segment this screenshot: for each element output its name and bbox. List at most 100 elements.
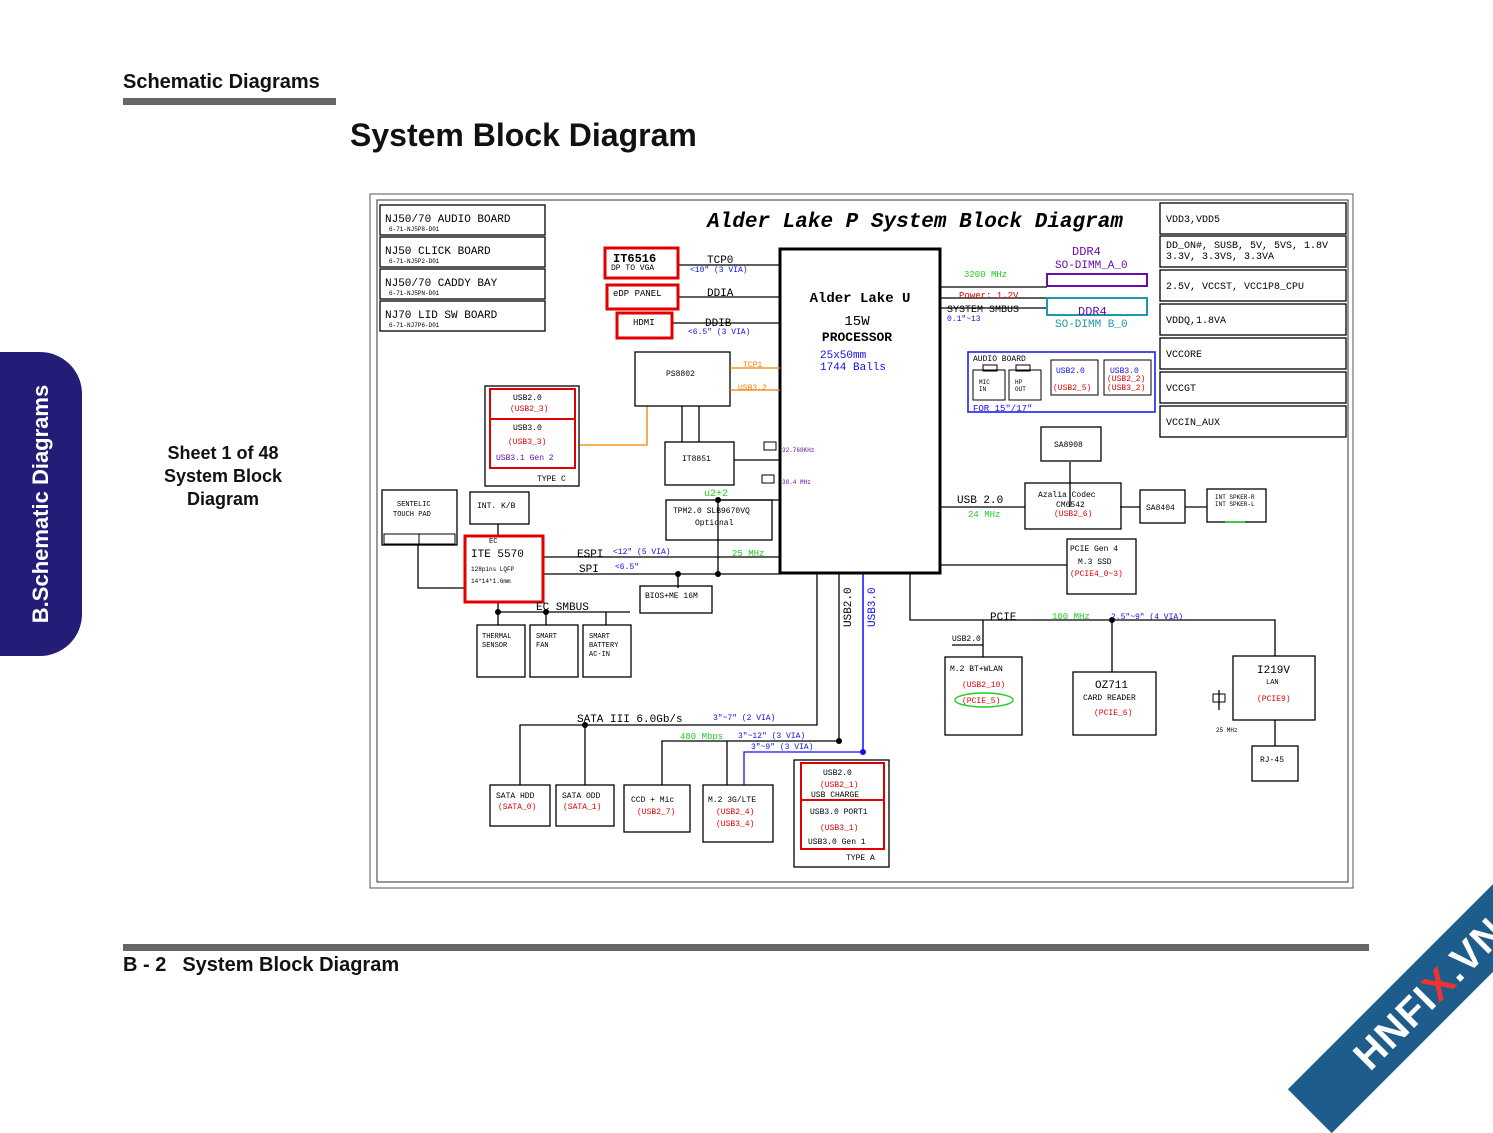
lan-port: (PCIE9) <box>1257 695 1291 704</box>
typea-outer-box <box>793 759 890 868</box>
board-caddy: NJ50/70 CADDY BAY <box>385 278 498 290</box>
tcp1-label: TCP1 <box>743 361 762 370</box>
spi-length: <6.5" <box>615 563 639 572</box>
side-tab[interactable]: B.Schematic Diagrams <box>0 352 82 656</box>
tpm-label: TPM2.0 SLB9670VQ <box>673 507 750 516</box>
pcie-length: 2.5"~9" (4 VIA) <box>1111 613 1183 622</box>
tpm-optional: Optional <box>695 519 734 528</box>
board-audio-pn: 6-71-NJ5P8-D01 <box>389 226 440 233</box>
usb3-vertical: USB3.0 <box>867 587 879 627</box>
wlan-pcie-port: (PCIE_5) <box>962 697 1000 706</box>
crystal-38m-icon <box>761 474 775 484</box>
hp-out-jack <box>1008 369 1042 401</box>
touchpad-box <box>381 489 458 546</box>
sata-hdd-port: (SATA_0) <box>498 803 536 812</box>
crystal-32k-icon <box>763 441 777 451</box>
typea-usb3-port: (USB3_1) <box>820 824 858 833</box>
edp-box <box>605 283 680 311</box>
thermal-label: THERMAL <box>482 633 511 641</box>
rj45-label: RJ-45 <box>1260 756 1284 765</box>
typec-outer-box <box>484 385 580 487</box>
speaker-right: INT SPKER-R <box>1215 494 1255 501</box>
usb20-link: USB 2.0 <box>957 495 1003 507</box>
typea-usb2: USB2.0 <box>823 769 852 778</box>
usb32-label: USB3.2 <box>738 384 767 393</box>
ssd-box <box>1066 538 1137 595</box>
ps8802-label: PS8802 <box>666 370 695 379</box>
lan-crystal-icon <box>1212 693 1226 703</box>
ec-box <box>463 534 545 604</box>
usb20-freq: 24 MHz <box>968 510 1000 520</box>
ssd-label: M.3 SSD <box>1078 558 1112 567</box>
ddr-a-slot: SO-DIMM_A_0 <box>1055 260 1128 272</box>
footer-page-number: B - 2 <box>123 954 167 976</box>
mic-label-a: MIC <box>979 379 990 386</box>
ddr-b-name: DDR4 <box>1078 305 1107 319</box>
battery-sublabel: BATTERY <box>589 642 619 650</box>
diagram-title: Alder Lake P System Block Diagram <box>705 211 1123 234</box>
edp-label: eDP PANEL <box>613 289 662 299</box>
wlan-highlight <box>954 692 1014 708</box>
fan-sublabel: FAN <box>536 642 549 650</box>
battery-label: SMART <box>589 633 610 641</box>
spi-label: SPI <box>579 564 599 576</box>
bios-label: BIOS+ME 16M <box>645 592 698 601</box>
typea-label: TYPE A <box>846 854 875 863</box>
sheet-caption-line1: System Block <box>163 466 283 486</box>
audio-usb2-label: USB2.0 <box>1056 367 1085 376</box>
pcie-bus: PCIE <box>990 612 1017 624</box>
cpu-size: 25x50mm <box>820 350 867 362</box>
fan-label: SMART <box>536 633 557 641</box>
mic-jack-icon <box>982 364 998 372</box>
espi-freq: 25 MHz <box>732 549 764 559</box>
sata-odd-port: (SATA_1) <box>563 803 601 812</box>
typec-usb3: USB3.0 <box>513 424 542 433</box>
typec-label: TYPE C <box>537 475 566 484</box>
rail-dd-on: DD_ON#, SUSB, 5V, 5VS, 1.8V <box>1166 241 1328 252</box>
rail-vccgt: VCCGT <box>1166 384 1196 395</box>
it6516-box <box>603 246 680 280</box>
sa8908-box <box>1040 426 1102 462</box>
typea-charge: USB CHARGE <box>811 791 859 800</box>
usb-speed: 480 Mbps <box>680 732 723 742</box>
thermal-sensor: SENSOR <box>482 642 508 650</box>
ec-package: 128pins LQFP <box>471 566 515 573</box>
pcie-freq: 100 MHz <box>1052 612 1090 622</box>
system-smbus: SYSTEM SMBUS <box>947 305 1019 316</box>
sa8404-box <box>1139 489 1186 524</box>
tpm-box <box>665 499 773 541</box>
sa8404-label: SA8404 <box>1146 504 1175 513</box>
usb-length-2: 3"~9" (3 VIA) <box>751 743 813 752</box>
u2-label: u2+2 <box>704 489 728 500</box>
audio-usb2-port: (USB2_5) <box>1053 384 1091 393</box>
rail-2v5: 2.5V, VCCST, VCC1P8_CPU <box>1166 282 1304 293</box>
sata-length: 3"~7" (2 VIA) <box>713 714 775 723</box>
board-lid-pn: 6-71-NJ7P6-D01 <box>389 322 440 329</box>
ddr-a-slot-icon <box>1046 273 1148 287</box>
ec-name: ITE 5570 <box>471 549 524 561</box>
audio-usb3-label: USB3.0 <box>1110 367 1139 376</box>
it8851-label: IT8851 <box>682 455 711 464</box>
board-caddy-pn: 6-71-NJ5PN-D01 <box>389 290 440 297</box>
ccd-port: (USB2_7) <box>637 808 675 817</box>
ssd-lanes: (PCIE4_0~3) <box>1070 570 1123 579</box>
azalia-label: Azalia Codec <box>1038 491 1096 500</box>
wlan-label: M.2 BT+WLAN <box>950 665 1003 674</box>
crystal-32k: 32.768KHz <box>782 447 815 454</box>
rail-vddq: VDDQ,1.8VA <box>1166 316 1226 327</box>
lan-label: LAN <box>1266 679 1279 687</box>
header-rule <box>123 98 336 105</box>
inner-frame <box>376 199 1349 883</box>
ssd-interface: PCIE Gen 4 <box>1070 545 1118 554</box>
ec-smbus: EC SMBUS <box>536 602 589 614</box>
hp-label-b: OUT <box>1015 386 1026 393</box>
sata-odd: SATA ODD <box>562 792 601 801</box>
hdmi-label: HDMI <box>633 318 655 328</box>
usb20-wlan-link: USB2.0 <box>952 635 981 644</box>
typec-usb3-port: (USB3_3) <box>508 438 546 447</box>
mic-in-jack <box>972 369 1006 401</box>
typec-usb2: USB2.0 <box>513 394 542 403</box>
typea-gen: USB3.0 Gen 1 <box>808 838 866 847</box>
sata-hdd: SATA HDD <box>496 792 535 801</box>
